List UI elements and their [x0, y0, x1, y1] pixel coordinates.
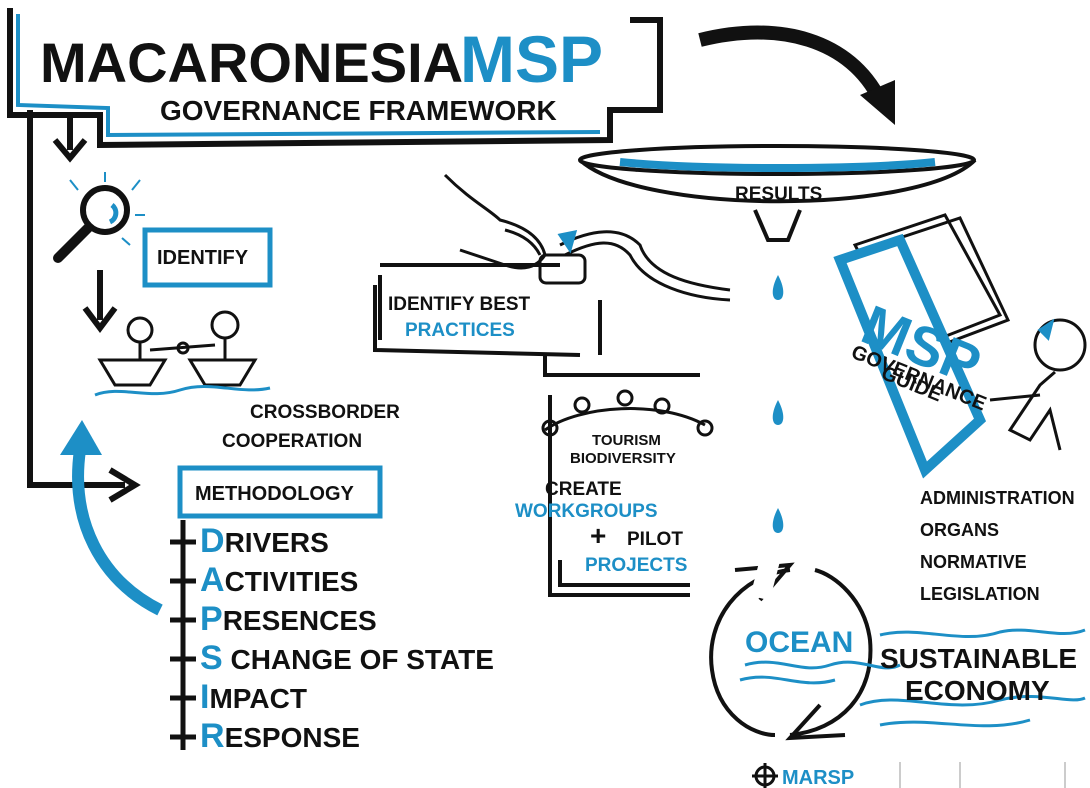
hand-icon: [443, 173, 587, 285]
crossborder-line2: COOPERATION: [222, 431, 362, 452]
projects-label: PROJECTS: [585, 555, 687, 576]
water-drop-icon: [772, 275, 784, 533]
results-label: RESULTS: [735, 184, 822, 205]
identify-label: IDENTIFY: [157, 247, 249, 269]
dapsir-item: PRESENCES: [200, 600, 377, 638]
dapsir-letter: S: [200, 639, 223, 677]
dapsir-letter: A: [200, 561, 225, 599]
economy-label: ECONOMY: [905, 675, 1050, 706]
tourism-label: TOURISM: [592, 432, 661, 449]
dapsir-letter: I: [200, 678, 209, 716]
paper-boat-icon: [94, 310, 271, 397]
feedback-arrowhead-icon: [60, 420, 102, 455]
best-practices-line2: PRACTICES: [405, 320, 515, 341]
cycle-arrows-icon: [709, 557, 873, 741]
dapsir-word: ESPONSE: [225, 722, 360, 753]
pilot-label: PILOT: [627, 529, 683, 550]
outcome-item: LEGISLATION: [920, 584, 1040, 604]
outcome-item: NORMATIVE: [920, 552, 1027, 572]
dapsir-word: RIVERS: [225, 527, 329, 558]
outcome-item: ADMINISTRATION: [920, 488, 1075, 508]
plus-sign: +: [590, 520, 606, 551]
biodiversity-label: BIODIVERSITY: [570, 450, 676, 467]
methodology-label: METHODOLOGY: [195, 483, 355, 505]
feedback-arrow-icon: [72, 449, 163, 616]
tape-measure-icon: [557, 230, 731, 302]
title-main: MACARONESIA: [40, 31, 463, 94]
dapsir-word: CTIVITIES: [225, 566, 359, 597]
dapsir-item: S CHANGE OF STATE: [200, 639, 494, 677]
outcome-item: ORGANS: [920, 520, 999, 540]
waves-icon: [739, 628, 1086, 728]
title-subtitle: GOVERNANCE FRAMEWORK: [160, 95, 557, 126]
dapsir-item: DRIVERS: [200, 522, 329, 560]
dapsir-letter: D: [200, 522, 225, 560]
identify-box: [142, 227, 273, 288]
dapsir-letter: R: [200, 717, 225, 755]
outcomes-list: ADMINISTRATION ORGANS NORMATIVE LEGISLATION: [920, 488, 1075, 604]
dapsir-word: MPACT: [209, 683, 306, 714]
left-flow-lines: [27, 110, 141, 503]
title-accent: MSP: [460, 22, 603, 96]
dapsir-item: IMPACT: [200, 678, 307, 716]
practices-bracket: [373, 263, 700, 597]
logo-text: MARSP: [782, 767, 854, 788]
dapsir-item: ACTIVITIES: [200, 561, 358, 599]
helm-logo-icon: [752, 763, 778, 788]
sustainable-label: SUSTAINABLE: [880, 643, 1077, 674]
person-icon: [989, 318, 1087, 451]
create-label: CREATE: [545, 479, 622, 500]
dapsir-letter: P: [200, 600, 223, 638]
partner-logos: [899, 762, 1066, 788]
dapsir-word: RESENCES: [223, 605, 377, 636]
curved-arrow-icon: [698, 25, 887, 104]
arrowhead-icon: [860, 80, 895, 125]
magnifier-icon: [53, 172, 145, 263]
best-practices-line1: IDENTIFY BEST: [388, 294, 531, 315]
dapsir-word: CHANGE OF STATE: [223, 644, 494, 675]
book-icon: [833, 213, 1011, 479]
crossborder-line1: CROSSBORDER: [250, 402, 400, 423]
dapsir-item: RESPONSE: [200, 717, 360, 755]
workgroups-label: WORKGROUPS: [515, 501, 658, 522]
ocean-label: OCEAN: [745, 626, 853, 659]
funnel-icon: [578, 144, 977, 242]
methodology-box: [177, 465, 383, 519]
title-frame: [7, 8, 663, 149]
workgroup-people-icon: [541, 389, 714, 437]
